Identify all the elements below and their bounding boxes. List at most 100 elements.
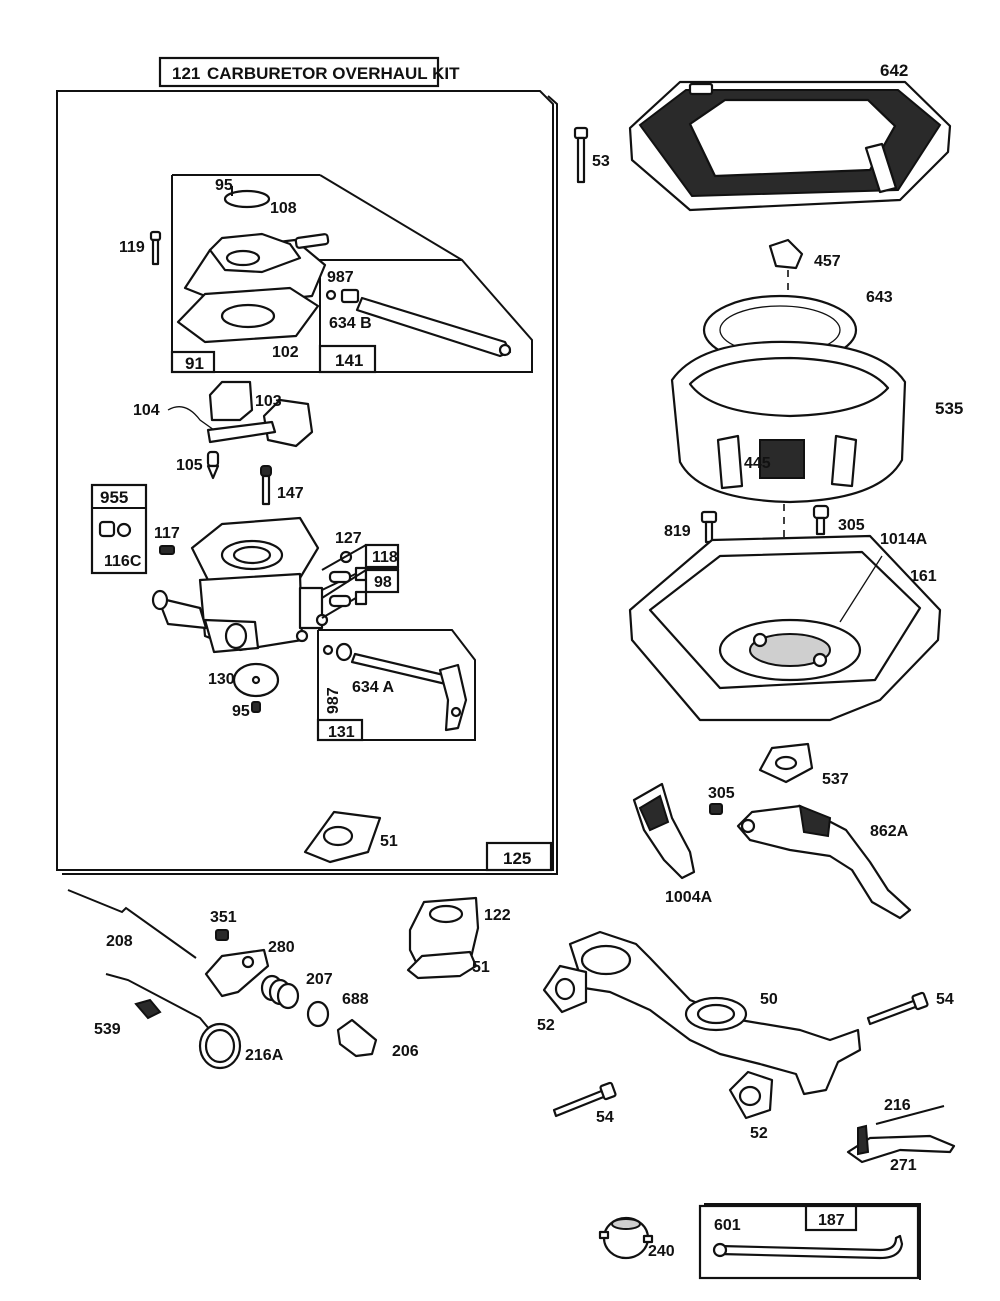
kit-title-box [158,56,440,88]
callout-102: 102 [272,344,299,361]
callout-141: 141 [335,351,363,370]
jet-assemblies: 127 118 98 [321,530,400,619]
carburetor-main-body [151,516,329,654]
callout-1014a: 1014A [880,531,928,548]
bracket-862a: 305 862A [708,785,912,920]
callout-54-left: 54 [596,1109,614,1126]
callout-161: 161 [910,568,937,585]
callout-52-right: 52 [750,1125,768,1142]
callout-108: 108 [270,200,297,217]
callout-987-bottom: 987 [325,687,342,714]
fuel-line [718,1234,904,1260]
overhaul-kit-frame: 121 CARBURETOR OVERHAUL KIT 125 [56,56,558,875]
callout-642: 642 [880,61,908,80]
callout-601: 601 [714,1217,741,1234]
float-103 [208,380,254,422]
callout-271: 271 [890,1157,917,1174]
subkit-91: 91 141 95 108 102 987 634 B [170,174,533,374]
callout-457: 457 [814,253,841,270]
callout-105: 105 [176,457,203,474]
callout-130: 130 [208,671,235,688]
needle-105 [206,450,220,468]
callout-535: 535 [935,399,963,418]
callout-51-kit: 51 [380,833,398,850]
callout-539: 539 [94,1021,121,1038]
fuel-line-kit-187: 187 601 [698,1203,921,1280]
callout-119: 119 [119,239,145,256]
subkit-91-label-box [170,350,216,374]
kit-border [56,90,554,871]
elbow-1004a: 1004A [632,782,713,906]
link-208 [67,889,197,959]
knob-457: 457 [768,238,841,340]
callout-216a: 216A [245,1047,284,1064]
kit-border-shadow [62,95,558,875]
callout-118: 118 [372,549,398,566]
callout-54-right: 54 [936,991,954,1008]
gasket-537: 537 [758,742,849,788]
screw-119: 119 [119,230,162,266]
callout-117: 117 [154,525,180,542]
callout-50: 50 [760,991,778,1008]
gasket-51-kit: 51 [303,810,398,864]
callout-187: 187 [818,1212,845,1229]
callout-122: 122 [484,907,511,924]
kit-box-label-frame [485,841,553,872]
callout-862a: 862A [870,823,909,840]
screws-819-305: 819 305 [664,504,865,544]
callout-351: 351 [210,909,237,926]
bushing-634b [340,288,360,304]
callout-240: 240 [648,1243,675,1260]
callout-537: 537 [822,771,849,788]
callout-634b: 634 B [329,315,372,332]
subkit-141-label-box [318,344,377,374]
callout-207: 207 [306,971,333,988]
callout-104: 104 [133,402,160,419]
bolt-53: 53 [573,126,610,184]
callout-52-left: 52 [537,1017,555,1034]
callout-445: 445 [744,455,771,472]
callout-116c: 116C [104,553,142,570]
subkit-131: 131 987 634 A [316,629,476,742]
fuel-filter-240: 240 [598,1216,675,1260]
callout-125: 125 [503,849,531,868]
governor-linkage: 208 351 280 207 688 206 216A 539 [67,889,419,1070]
callout-688: 688 [342,991,369,1008]
callout-280: 280 [268,939,295,956]
callout-147: 147 [277,485,304,502]
air-cleaner-cover-642: 642 [628,61,952,212]
callout-955: 955 [100,488,128,507]
screw-147: 147 [260,465,304,506]
bowl-gasket-130: 130 95 [208,662,280,720]
callout-208: 208 [106,933,133,950]
spacer-122: 122 51 [406,896,511,980]
callout-95-top: 95 [215,177,233,194]
callout-216: 216 [884,1097,911,1114]
callout-206: 206 [392,1043,419,1060]
callout-819: 819 [664,523,691,540]
callout-643: 643 [866,289,893,306]
callout-131: 131 [328,724,355,741]
air-cleaner-base-161: 1014A 161 [628,531,942,722]
callout-103: 103 [255,393,282,410]
intake-manifold-50: 50 [568,930,862,1096]
callout-305-bottom: 305 [708,785,735,802]
bolts-54: 54 54 [552,991,954,1126]
filter-cartridge-535: 445 535 [670,340,963,540]
spring-207 [260,974,300,1010]
gasket-108 [223,189,271,209]
callout-98: 98 [374,574,392,591]
callout-51-lower: 51 [472,959,490,976]
subkit-955: 955 116C 117 [90,483,180,575]
kit-number: 121 [172,64,200,83]
throttle-shaft [355,296,512,358]
callout-95-bottom: 95 [232,703,250,720]
float-assembly: 104 103 105 [133,380,314,480]
callout-53: 53 [592,153,610,170]
callout-91: 91 [185,354,204,373]
gaskets-52: 52 52 [537,964,774,1142]
callout-987-top: 987 [327,269,354,286]
callout-634a: 634 A [352,679,395,696]
callout-1004a: 1004A [665,889,713,906]
